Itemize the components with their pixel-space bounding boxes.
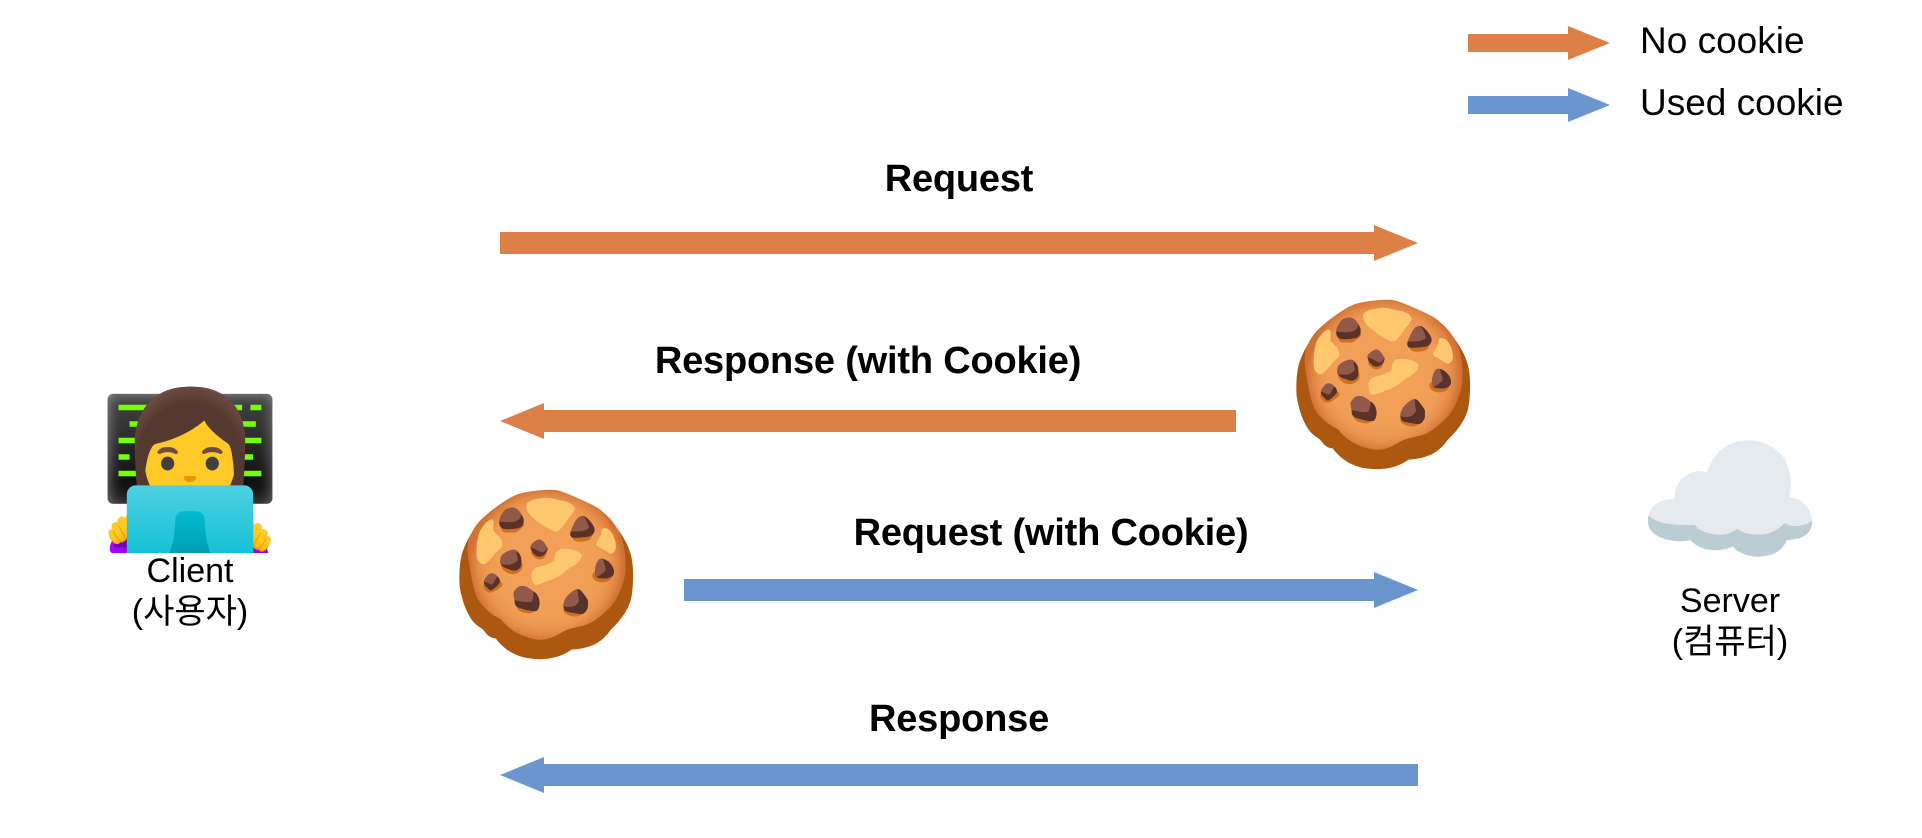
flow-arrow-response-with-cookie — [500, 403, 1236, 439]
legend-item-no-cookie: No cookie — [1468, 18, 1908, 68]
client-label: Client (사용자) — [131, 552, 249, 632]
cookie-from-server: 🍪 — [1285, 296, 1482, 472]
client-endpoint: 👩‍💻 Client (사용자) — [40, 395, 340, 634]
woman-technologist-emoji: 👩‍💻 — [96, 386, 284, 554]
flow-arrow-request — [500, 225, 1418, 261]
flow-arrow-request-with-cookie — [684, 572, 1418, 608]
flow-label-request: Request — [884, 158, 1034, 200]
right-arrow-icon — [1468, 26, 1610, 60]
server-label: Server (컴퓨터) — [1671, 582, 1789, 662]
right-arrow-icon — [1468, 88, 1610, 122]
flow-label-request-with-cookie: Request (with Cookie) — [853, 512, 1249, 554]
legend-item-used-cookie: Used cookie — [1468, 80, 1908, 130]
legend-label-used-cookie: Used cookie — [1640, 82, 1844, 123]
flow-arrow-response — [500, 757, 1418, 793]
legend-label-no-cookie: No cookie — [1640, 20, 1805, 61]
flow-label-response: Response — [868, 698, 1049, 740]
legend: No cookie Used cookie — [1468, 18, 1908, 130]
cloud-emoji: ☁️ — [1636, 416, 1824, 584]
cookie-stored-on-client: 🍪 — [448, 486, 645, 662]
server-endpoint: ☁️ Server (컴퓨터) — [1580, 425, 1880, 664]
flow-label-response-with-cookie: Response (with Cookie) — [654, 340, 1082, 382]
